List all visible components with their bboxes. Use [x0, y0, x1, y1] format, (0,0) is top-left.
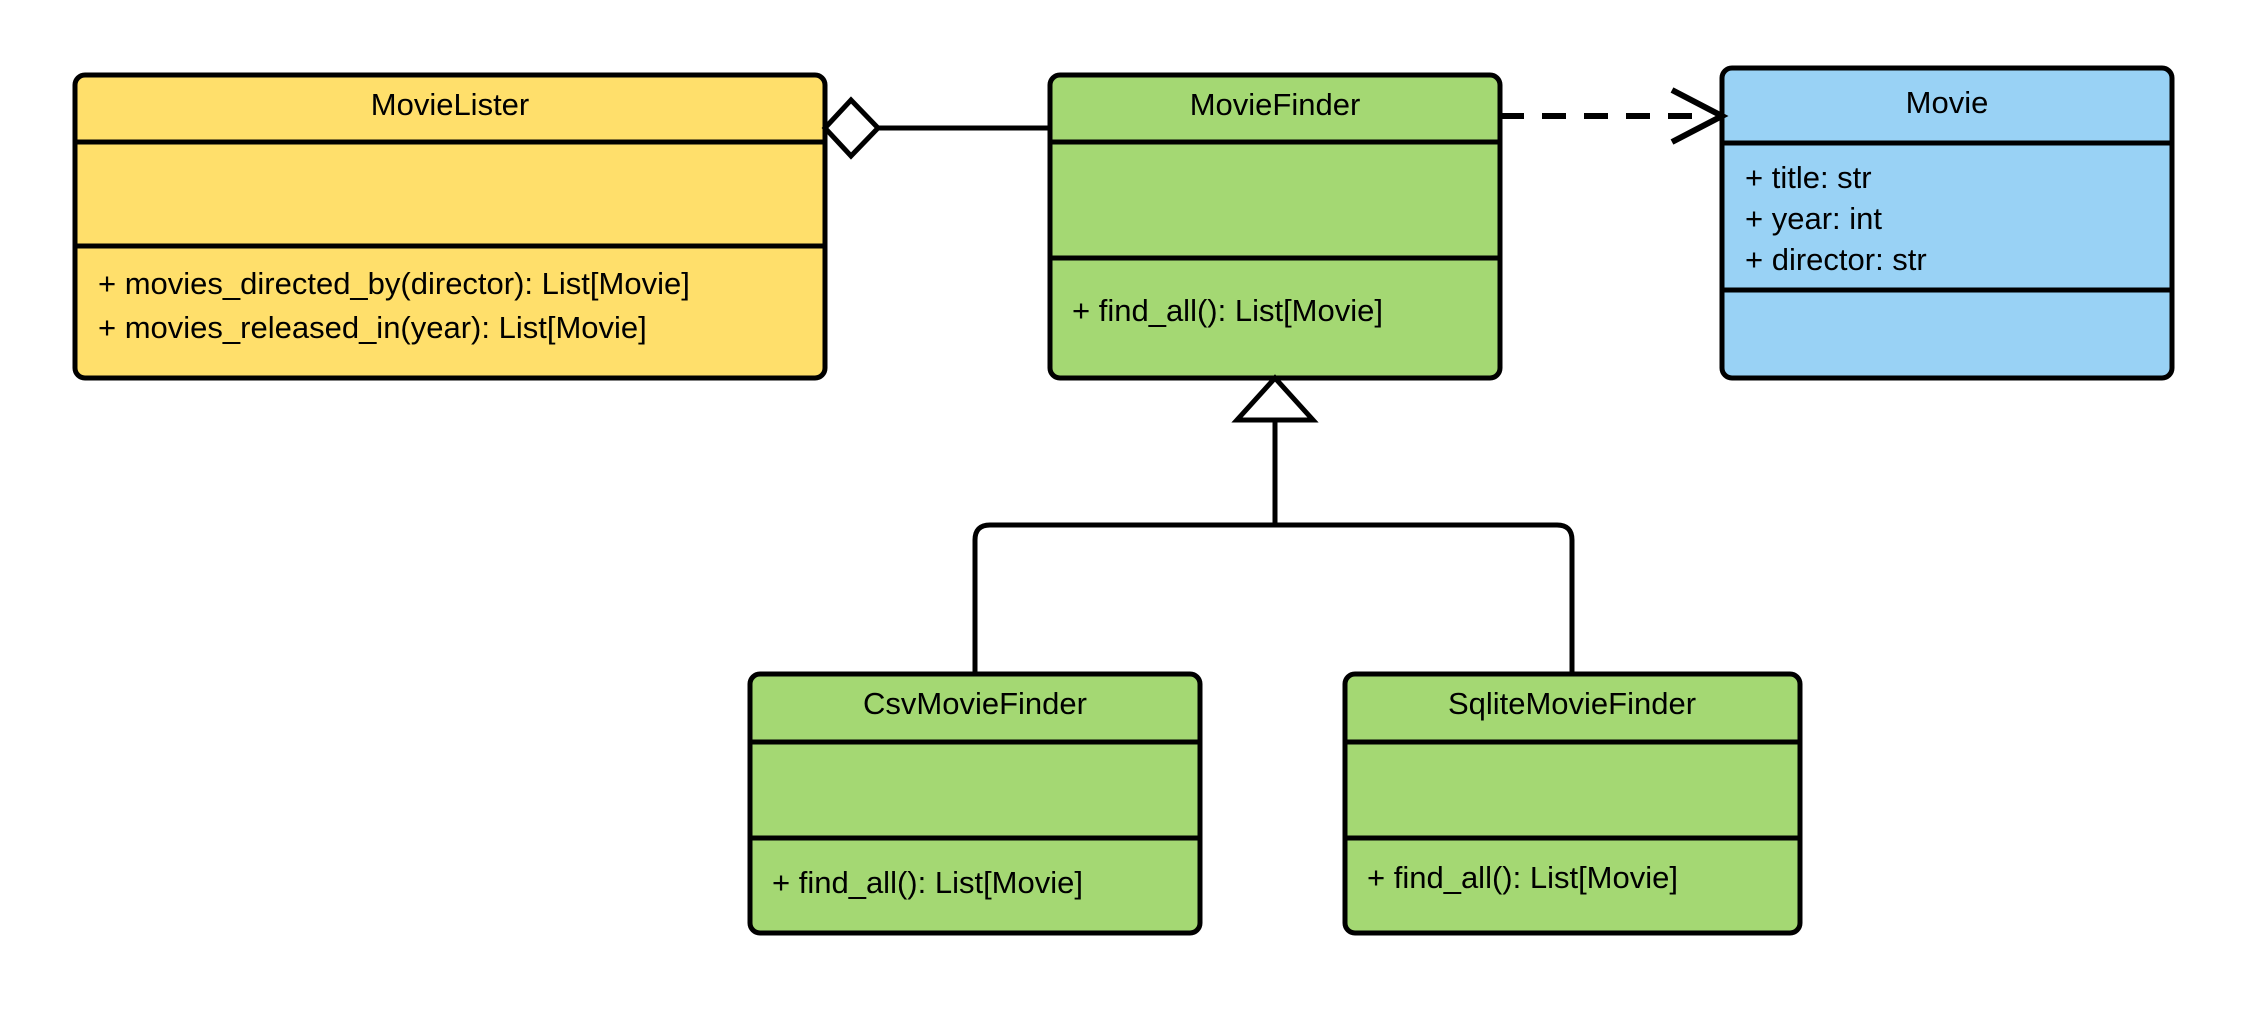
relationship-generalization-subclasses-finder[interactable]	[972, 374, 1575, 674]
class-box-movie[interactable]: Movie + title: str + year: int + directo…	[1719, 65, 2175, 381]
class-attribute-year: + year: int	[1745, 201, 1882, 236]
class-method-find-all-sqlite: + find_all(): List[Movie]	[1367, 860, 1678, 895]
class-box-sqlite-movie-finder[interactable]: SqliteMovieFinder + find_all(): List[Mov…	[1342, 671, 1803, 936]
class-method-movies-directed-by: + movies_directed_by(director): List[Mov…	[98, 266, 690, 301]
class-name-movie-finder: MovieFinder	[1190, 87, 1361, 122]
class-name-movie-lister: MovieLister	[371, 87, 530, 122]
relationship-aggregation-lister-finder[interactable]	[821, 96, 1050, 160]
class-box-csv-movie-finder[interactable]: CsvMovieFinder + find_all(): List[Movie]	[747, 671, 1203, 936]
relationship-dependency-finder-movie[interactable]	[1500, 87, 1729, 145]
class-name-sqlite-movie-finder: SqliteMovieFinder	[1448, 686, 1696, 721]
class-box-movie-lister-body	[72, 72, 828, 381]
generalization-branch-sqlite	[1275, 522, 1575, 674]
class-method-find-all-interface: + find_all(): List[Movie]	[1072, 293, 1383, 328]
class-attribute-title: + title: str	[1745, 160, 1872, 195]
class-name-movie: Movie	[1906, 85, 1989, 120]
class-attribute-director: + director: str	[1745, 242, 1927, 277]
class-box-movie-finder[interactable]: MovieFinder + find_all(): List[Movie]	[1047, 72, 1503, 381]
hollow-diamond-icon	[821, 96, 882, 160]
class-method-movies-released-in: + movies_released_in(year): List[Movie]	[98, 310, 647, 345]
generalization-branch-csv	[972, 522, 1275, 674]
class-method-find-all-csv: + find_all(): List[Movie]	[772, 865, 1083, 900]
class-box-movie-lister[interactable]: MovieLister + movies_directed_by(directo…	[72, 72, 828, 381]
class-name-csv-movie-finder: CsvMovieFinder	[863, 686, 1087, 721]
open-arrow-icon	[1670, 87, 1729, 145]
hollow-triangle-icon	[1231, 374, 1319, 423]
